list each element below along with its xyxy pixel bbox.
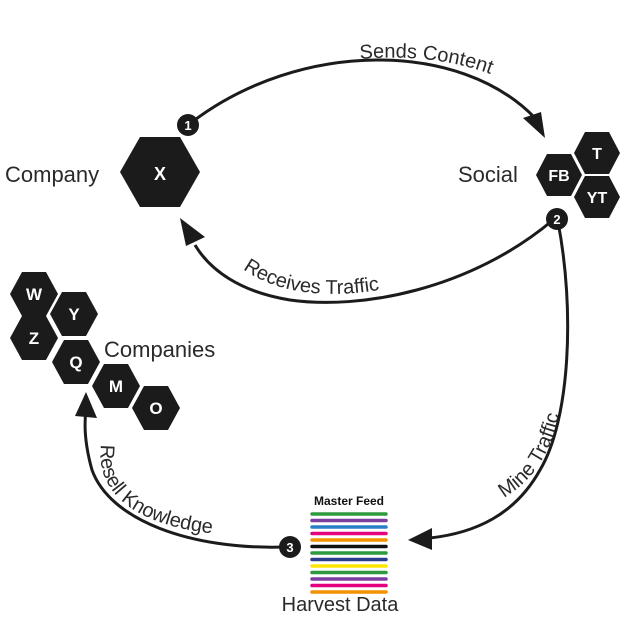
companies-node: W Y Z Q M O Companies — [10, 272, 215, 430]
hexagon-icon — [10, 272, 58, 316]
step-marker-2: 2 — [546, 208, 568, 230]
social-label: Social — [458, 162, 518, 187]
company-node: X Company — [5, 137, 200, 207]
svg-text:2: 2 — [553, 212, 560, 227]
resell-knowledge-label: Resell Knowledge — [95, 444, 214, 538]
harvest-data-label: Harvest Data — [282, 594, 400, 616]
sends-content-label: Sends Content — [359, 41, 497, 79]
hexagon-icon — [10, 316, 58, 360]
master-feed: Master Feed Harvest Data — [282, 494, 400, 616]
hexagon-icon — [92, 364, 140, 408]
company-label: Company — [5, 162, 99, 187]
arrowhead-icon — [408, 528, 432, 550]
svg-text:3: 3 — [286, 540, 293, 555]
arrow-receives-traffic — [180, 218, 554, 304]
step-marker-3: 3 — [279, 536, 301, 558]
svg-text:1: 1 — [184, 118, 191, 133]
social-hex-fb: FB — [548, 168, 569, 185]
companies-label: Companies — [104, 337, 215, 362]
hexagon-icon — [574, 132, 620, 174]
hexagon-icon — [132, 386, 180, 430]
hexagon-icon — [52, 340, 100, 384]
master-feed-title: Master Feed — [314, 494, 384, 508]
hexagon-icon — [574, 176, 620, 218]
feed-lines — [310, 512, 388, 594]
companies-hex-w: W — [26, 285, 43, 304]
social-hex-yt: YT — [587, 190, 608, 207]
arrowhead-icon — [75, 392, 97, 418]
arrow-sends-content — [191, 58, 545, 138]
arrow-resell-knowledge — [75, 392, 286, 549]
companies-hex-m: M — [109, 377, 123, 396]
companies-hex-z: Z — [29, 329, 39, 348]
hexagon-icon — [536, 154, 582, 196]
companies-hex-y: Y — [68, 305, 80, 324]
social-node: FB T YT Social — [458, 132, 620, 218]
company-hex-label: X — [154, 164, 166, 184]
arrowhead-icon — [180, 218, 205, 246]
hexagon-icon — [120, 137, 200, 207]
social-hex-t: T — [592, 146, 602, 163]
arrow-mine-traffic — [408, 221, 570, 550]
hexagon-icon — [50, 292, 98, 336]
companies-hex-q: Q — [69, 353, 82, 372]
arrowhead-icon — [523, 112, 545, 138]
step-marker-1: 1 — [177, 114, 199, 136]
companies-hex-o: O — [149, 399, 162, 418]
